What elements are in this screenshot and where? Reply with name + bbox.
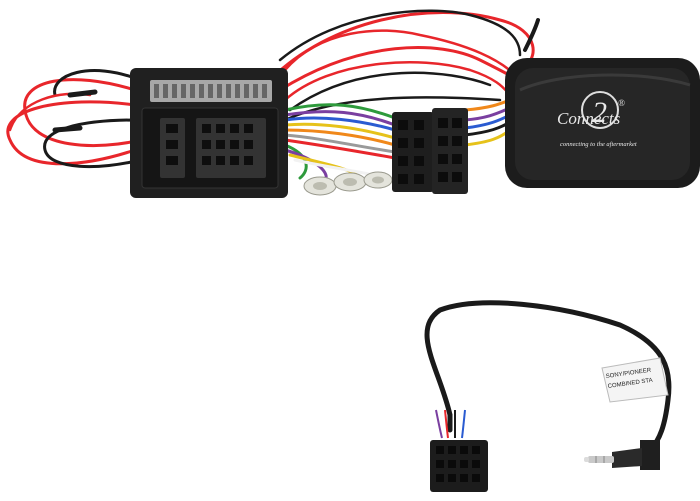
iso-connectors	[392, 108, 468, 194]
spade-terminals	[303, 171, 393, 196]
quadlock-connector	[130, 68, 288, 198]
logo-numeral: 2	[592, 96, 607, 129]
interface-module: 2 Connects ® connecting to the aftermark…	[505, 58, 700, 188]
logo-tagline: connecting to the aftermarket	[560, 141, 637, 148]
multipin-connector	[430, 409, 488, 492]
audio-jack	[584, 440, 660, 470]
cable-label: SONY/PIONEER COMBINED STA	[601, 357, 669, 403]
logo-brand: Connects	[557, 109, 621, 128]
jack-cable	[424, 300, 672, 453]
brand-logo: 2 Connects ® connecting to the aftermark…	[557, 91, 637, 148]
logo-registered: ®	[618, 98, 625, 108]
